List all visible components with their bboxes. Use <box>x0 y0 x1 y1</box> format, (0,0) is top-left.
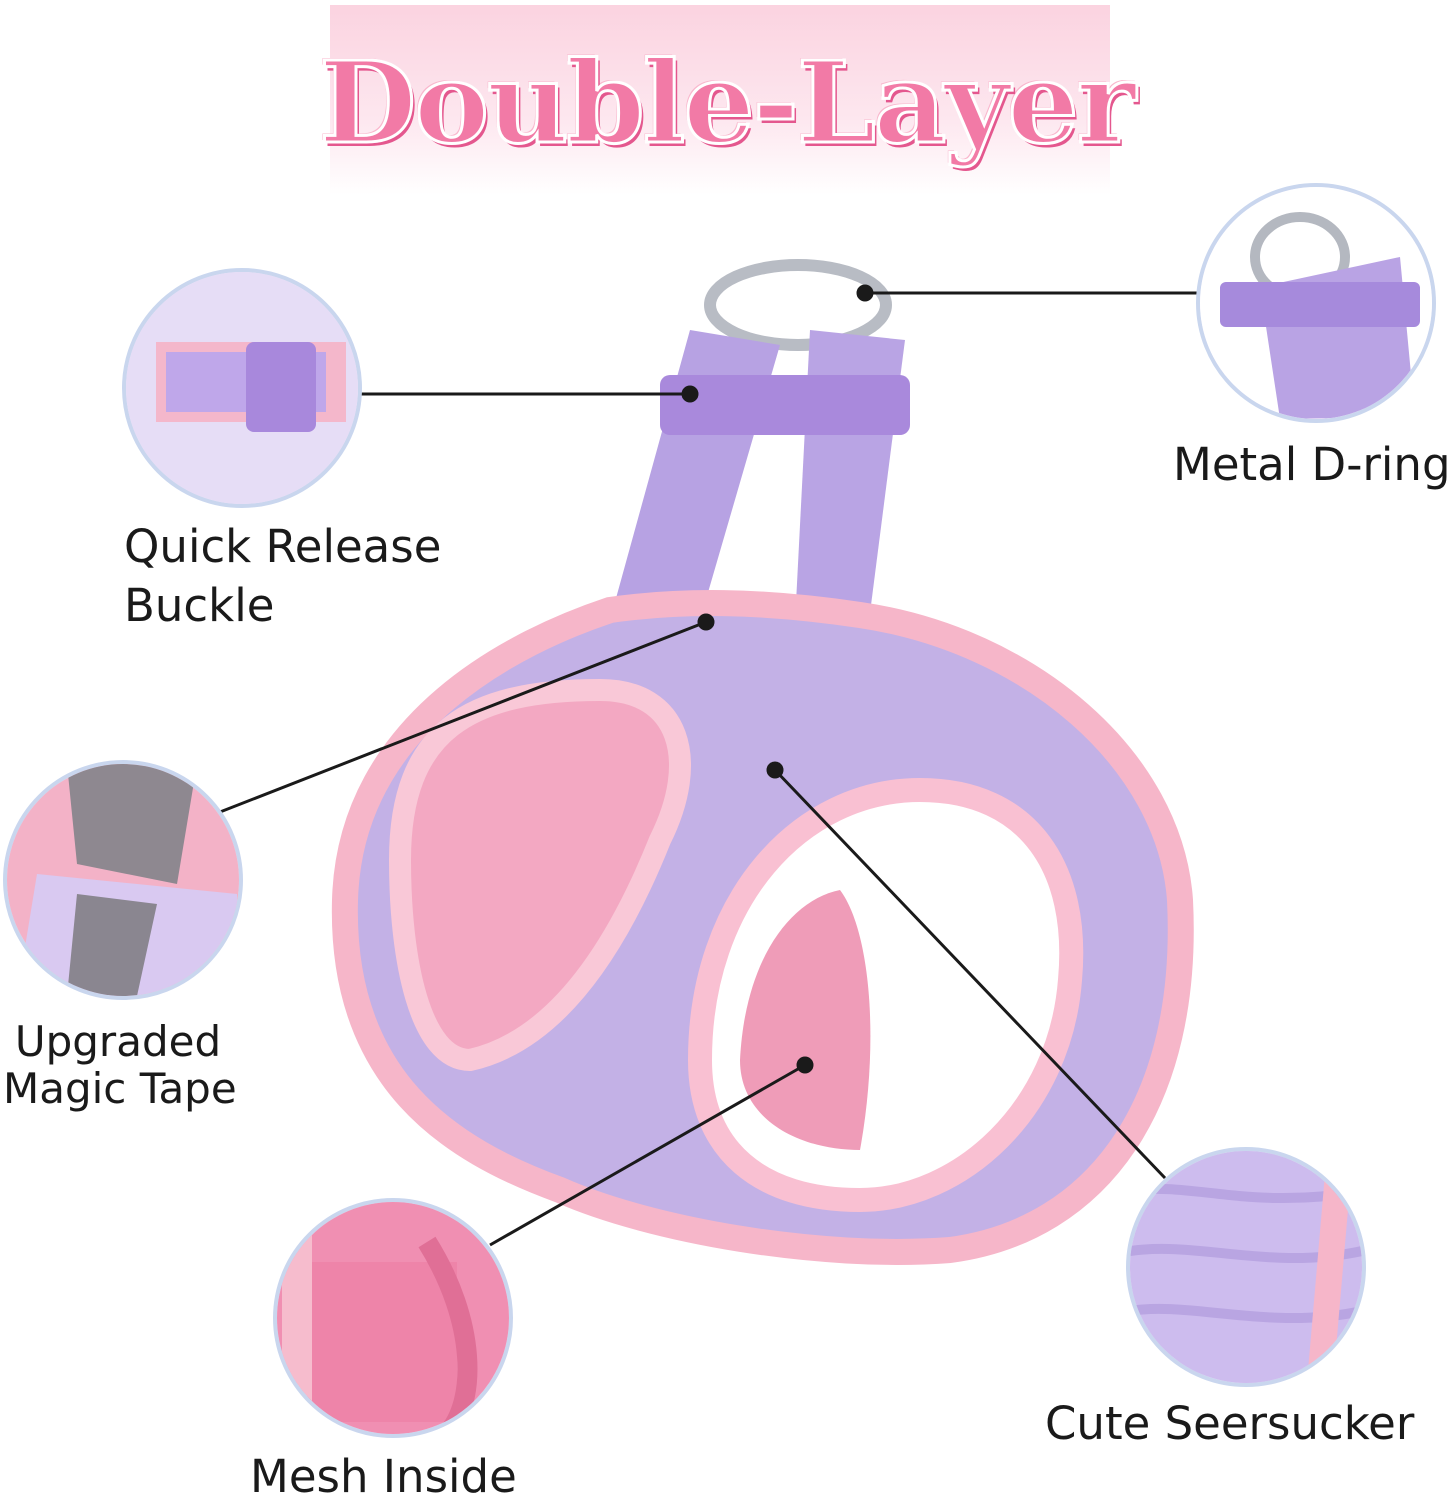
callout-dot-mesh <box>796 1056 814 1074</box>
callout-dot-seersucker <box>766 761 784 779</box>
label-quick-release-buckle: Quick Release Buckle <box>124 518 441 635</box>
callout-line-seersucker <box>773 768 1167 1180</box>
label-mesh-inside: Mesh Inside <box>250 1450 517 1503</box>
d-ring <box>704 259 892 351</box>
label-quick-release-line1: Quick Release <box>124 520 442 573</box>
callout-dot-tape <box>697 613 715 631</box>
detail-dring-circle <box>1196 183 1436 423</box>
detail-mesh-circle <box>273 1198 513 1438</box>
detail-buckle-circle <box>122 268 362 508</box>
left-strap <box>610 330 780 620</box>
label-metal-dring: Metal D-ring <box>1173 438 1451 491</box>
label-cute-seersucker: Cute Seersucker <box>1045 1397 1415 1450</box>
label-magic-tape: Upgraded Magic Tape <box>3 1017 237 1114</box>
callout-dot-dring <box>856 284 874 302</box>
detail-tape-circle <box>3 760 243 1000</box>
title-banner <box>330 5 1110 195</box>
detail-seersucker-circle <box>1126 1147 1366 1387</box>
callout-line-mesh <box>489 1063 806 1247</box>
callout-line-tape <box>219 620 707 814</box>
page-title: Double-Layer <box>318 37 1138 171</box>
label-magic-tape-line1: Upgraded <box>14 1017 222 1066</box>
buckle <box>660 375 910 435</box>
label-magic-tape-line2: Magic Tape <box>3 1064 237 1114</box>
label-quick-release-line2: Buckle <box>124 578 275 632</box>
callout-dot-buckle <box>681 385 699 403</box>
